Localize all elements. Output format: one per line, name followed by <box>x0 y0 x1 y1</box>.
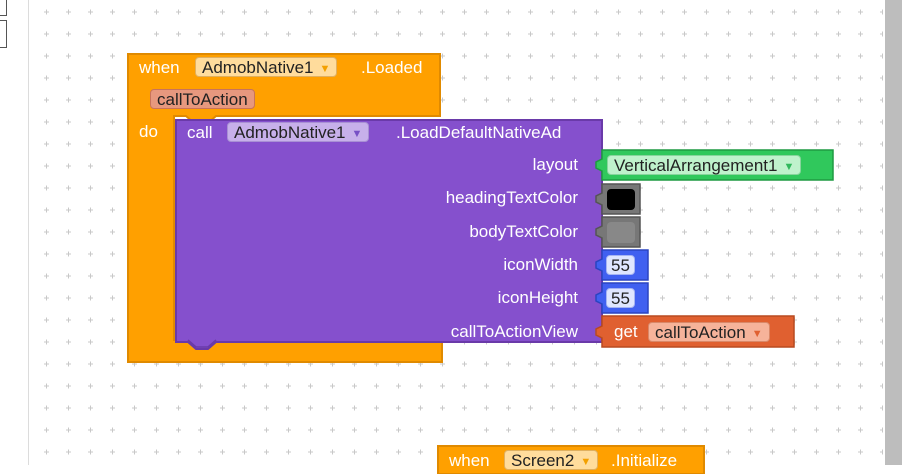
variable-dropdown-calltoaction[interactable]: callToAction▼ <box>648 322 770 342</box>
workspace-scrollbar[interactable] <box>885 0 902 465</box>
variable-get-block-calltoaction[interactable]: get callToAction▼ <box>594 315 796 349</box>
call-block-load-default-native-ad[interactable]: call AdmobNative1▼ .LoadDefaultNativeAd … <box>172 116 606 356</box>
event-block-screen2-initialize[interactable]: when Screen2▼ .Initialize <box>436 444 706 474</box>
number-field-iconwidth[interactable]: 55 <box>606 255 635 275</box>
number-block-iconwidth[interactable]: 55 <box>594 249 650 282</box>
arg-label-layout: layout <box>532 155 578 174</box>
number-block-iconheight[interactable]: 55 <box>594 282 650 315</box>
color-block-black[interactable] <box>594 183 642 216</box>
panel-control-top[interactable] <box>0 0 7 16</box>
component-block-verticalarrangement1[interactable]: VerticalArrangement1▼ <box>594 149 835 182</box>
call-keyword: call <box>187 123 213 142</box>
left-panel-edge <box>0 0 29 465</box>
component-dropdown-call[interactable]: AdmobNative1▼ <box>227 122 370 142</box>
panel-control-bottom[interactable] <box>0 20 7 48</box>
get-keyword: get <box>614 322 638 341</box>
when-keyword-screen2: when <box>449 451 490 470</box>
color-block-gray[interactable] <box>594 216 642 249</box>
component-dropdown-admobnative1[interactable]: AdmobNative1▼ <box>195 57 338 77</box>
arg-label-bodyTextColor: bodyTextColor <box>469 222 578 241</box>
event-name: .Loaded <box>361 58 423 77</box>
number-field-iconheight[interactable]: 55 <box>606 288 635 308</box>
do-keyword: do <box>139 122 158 141</box>
when-keyword: when <box>139 58 180 77</box>
component-dropdown-verticalarrangement1[interactable]: VerticalArrangement1▼ <box>607 155 802 175</box>
method-name: .LoadDefaultNativeAd <box>396 123 562 142</box>
arg-label-iconHeight: iconHeight <box>497 288 578 307</box>
arg-label-headingTextColor: headingTextColor <box>445 188 578 207</box>
event-block-loaded[interactable]: when AdmobNative1▼ .Loaded callToAction … <box>124 50 444 366</box>
event-name-initialize: .Initialize <box>611 451 678 470</box>
arg-label-iconWidth: iconWidth <box>503 255 578 274</box>
param-callToAction[interactable]: callToAction <box>150 89 255 109</box>
component-dropdown-screen2[interactable]: Screen2▼ <box>504 450 599 470</box>
arg-label-callToActionView: callToActionView <box>450 322 578 341</box>
